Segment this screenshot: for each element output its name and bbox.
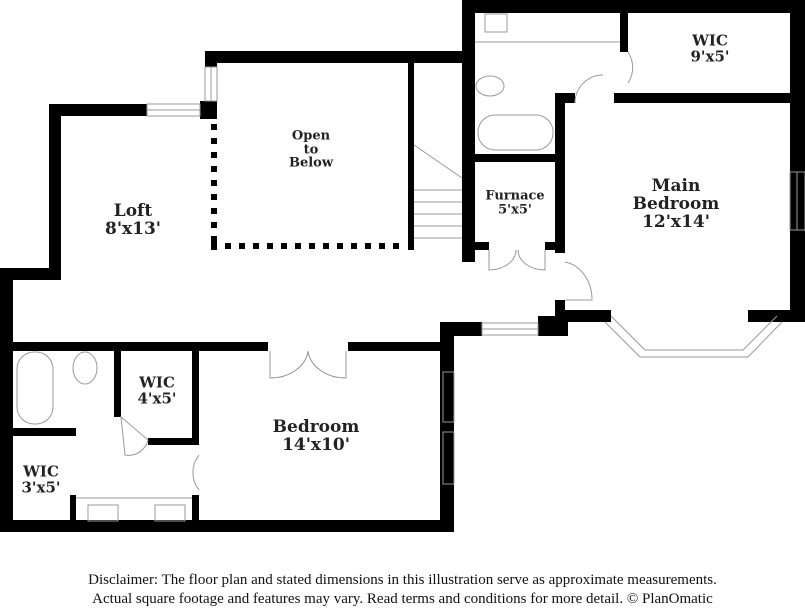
walls <box>0 0 805 532</box>
room-furnace: Furnace 5'x5' <box>485 189 544 216</box>
room-dims: 14'x10' <box>282 435 350 455</box>
disclaimer-line-1: Disclaimer: The floor plan and stated di… <box>88 572 717 588</box>
disclaimer-line-2: Actual square footage and features may v… <box>92 591 713 607</box>
room-name: WIC <box>139 373 175 392</box>
room-wic-main: WIC 9'x5' <box>690 31 730 65</box>
room-name: WIC <box>23 462 59 481</box>
room-dims: 9'x5' <box>690 47 730 65</box>
room-wic-4x5: WIC 4'x5' <box>137 373 177 407</box>
room-name-line: Main <box>651 176 701 197</box>
open-to-below-railing <box>211 124 399 250</box>
room-name-line: Bedroom <box>632 194 720 215</box>
room-dims: 5'x5' <box>498 202 532 217</box>
room-loft: Loft 8'x13' <box>104 201 162 239</box>
room-bedroom: Bedroom 14'x10' <box>272 417 360 455</box>
room-dims: 3'x5' <box>21 478 61 496</box>
room-name: WIC <box>692 31 728 50</box>
room-main-bedroom: Main Bedroom 12'x14' <box>632 176 720 232</box>
room-name: Loft <box>113 201 153 222</box>
room-open-to-below: Open to Below <box>288 128 334 171</box>
room-name-line: Below <box>288 155 334 171</box>
room-name: Furnace <box>485 188 545 204</box>
staircase <box>413 144 463 239</box>
room-name-line: to <box>303 142 319 158</box>
room-name-line: Open <box>291 128 331 144</box>
room-name: Bedroom <box>272 417 360 438</box>
fixtures <box>16 13 805 522</box>
room-dims: 12'x14' <box>642 211 710 232</box>
room-dims: 4'x5' <box>137 389 177 407</box>
room-dims: 8'x13' <box>104 219 162 239</box>
room-wic-3x5: WIC 3'x5' <box>21 462 61 496</box>
